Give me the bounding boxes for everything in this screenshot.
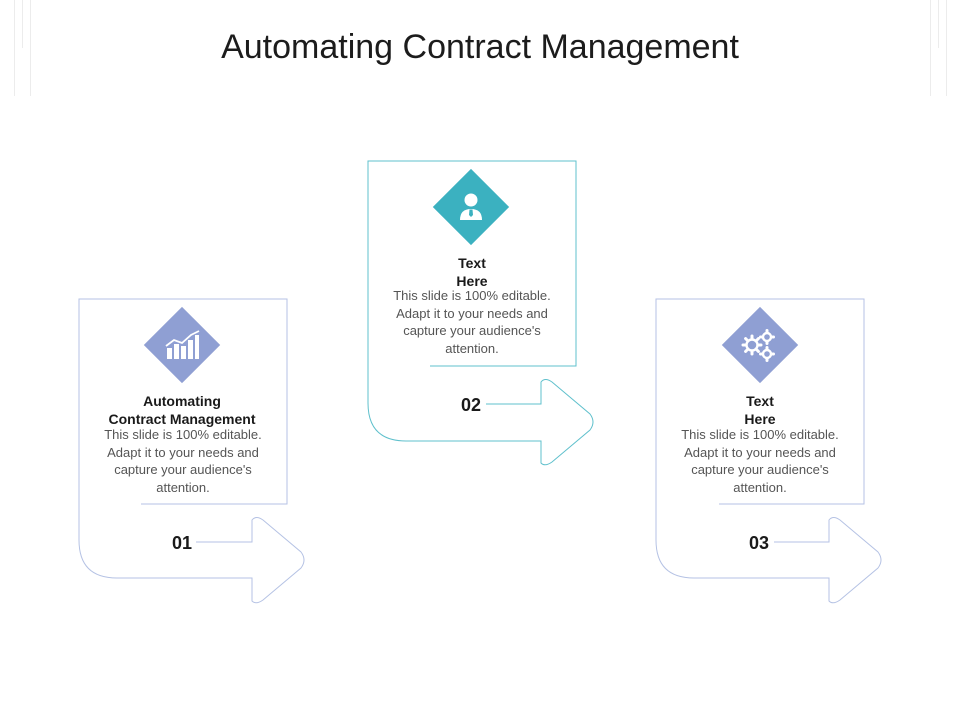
card-title-line: Here: [744, 411, 776, 427]
card-title-line: Contract Management: [108, 411, 256, 427]
card-title-line: Here: [456, 273, 488, 289]
step-number-03: 03: [748, 533, 770, 553]
user-icon: [460, 193, 482, 220]
decor-line: [30, 0, 31, 96]
step-number-02: 02: [460, 395, 482, 415]
card-outline-01: [78, 298, 305, 604]
slide-title: Automating Contract Management: [221, 28, 739, 66]
decor-line: [14, 0, 15, 96]
decor-line: [22, 0, 23, 48]
card-description-02: This slide is 100% editable. Adapt it to…: [393, 288, 551, 356]
card-description-03: This slide is 100% editable. Adapt it to…: [681, 427, 839, 495]
card-outline-02: [367, 160, 594, 466]
card-outline-03: [655, 298, 882, 604]
decor-line: [938, 0, 939, 48]
gears-icon: [741, 329, 775, 362]
decor-line: [930, 0, 931, 96]
card-title-line: Automating: [143, 393, 221, 409]
card-title-line: Text: [458, 255, 486, 271]
bar-chart-icon: [165, 330, 200, 359]
card-title-line: Text: [746, 393, 774, 409]
card-title-01: Automating Contract Management: [92, 392, 272, 428]
step-number-01: 01: [171, 533, 193, 553]
decor-line: [946, 0, 947, 96]
card-title-02: Text Here: [382, 254, 562, 290]
card-title-03: Text Here: [670, 392, 850, 428]
card-description-01: This slide is 100% editable. Adapt it to…: [104, 427, 262, 495]
